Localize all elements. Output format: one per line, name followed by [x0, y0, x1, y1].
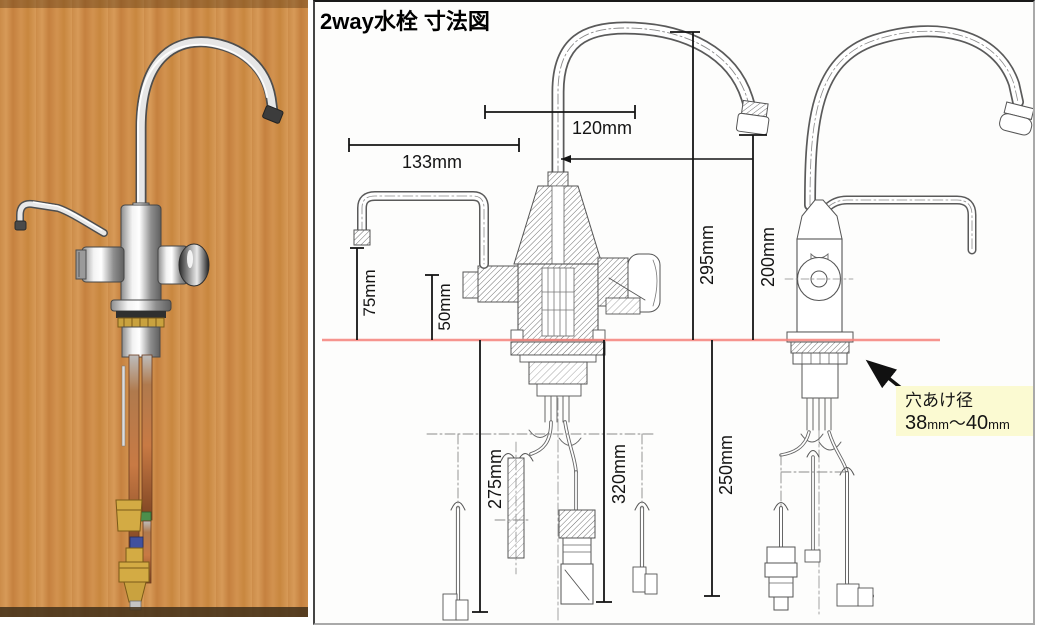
dimension-250: 250mm	[704, 340, 736, 597]
svg-text:200mm: 200mm	[758, 227, 778, 287]
faucet-photo-art	[14, 36, 284, 611]
photo-faucet-body	[75, 202, 210, 358]
note-range: 38mm～40mm	[905, 412, 1010, 434]
note-title: 穴あけ径	[905, 391, 973, 410]
dimension-295: 295mm	[670, 31, 717, 340]
note-box	[896, 386, 1033, 436]
spout-height-reference	[561, 155, 753, 163]
dimension-50: 50mm	[425, 274, 454, 340]
svg-text:320mm: 320mm	[609, 444, 629, 504]
drawing-title: 2way水栓 寸法図	[320, 9, 490, 34]
photo-brass-ring	[117, 317, 165, 328]
dimension-drawing: 120mm 133mm 295mm	[322, 21, 1033, 621]
dimension-120: 120mm	[484, 105, 636, 138]
dimension-200: 200mm	[739, 134, 778, 340]
side-view	[764, 25, 1033, 615]
photo-side-spout	[14, 199, 108, 237]
photo-spout-tip	[262, 105, 284, 124]
photo-bottom-edge	[0, 607, 308, 617]
photo-top-shadow	[0, 0, 308, 8]
dimension-75: 75mm	[350, 247, 379, 340]
side-spout-aerator	[353, 229, 371, 246]
photo-supply-pipes	[115, 354, 153, 611]
side-view-aerator	[999, 101, 1033, 136]
dimension-drawing-panel: 2way水栓 寸法図	[313, 0, 1035, 625]
dimensions: 120mm 133mm 295mm	[348, 31, 778, 613]
svg-text:275mm: 275mm	[485, 449, 505, 509]
photo-side-spout-tip	[14, 220, 27, 231]
dimension-133: 133mm	[348, 138, 520, 172]
spout-aerator	[735, 99, 770, 136]
note-arrow	[865, 359, 903, 390]
handle-outline	[627, 253, 661, 313]
svg-text:295mm: 295mm	[697, 225, 717, 285]
product-photo	[0, 0, 308, 617]
photo-gooseneck-spout	[135, 36, 284, 256]
svg-text:50mm: 50mm	[435, 283, 454, 330]
hole-diameter-note: 穴あけ径 38mm～40mm	[865, 359, 1033, 436]
svg-text:75mm: 75mm	[360, 269, 379, 316]
dimension-275: 275mm	[472, 340, 505, 613]
svg-text:120mm: 120mm	[572, 118, 632, 138]
front-section-view	[353, 21, 770, 621]
dimension-320: 320mm	[596, 340, 629, 603]
svg-text:133mm: 133mm	[402, 152, 462, 172]
photo-handle-cap	[178, 243, 210, 287]
svg-text:250mm: 250mm	[716, 435, 736, 495]
